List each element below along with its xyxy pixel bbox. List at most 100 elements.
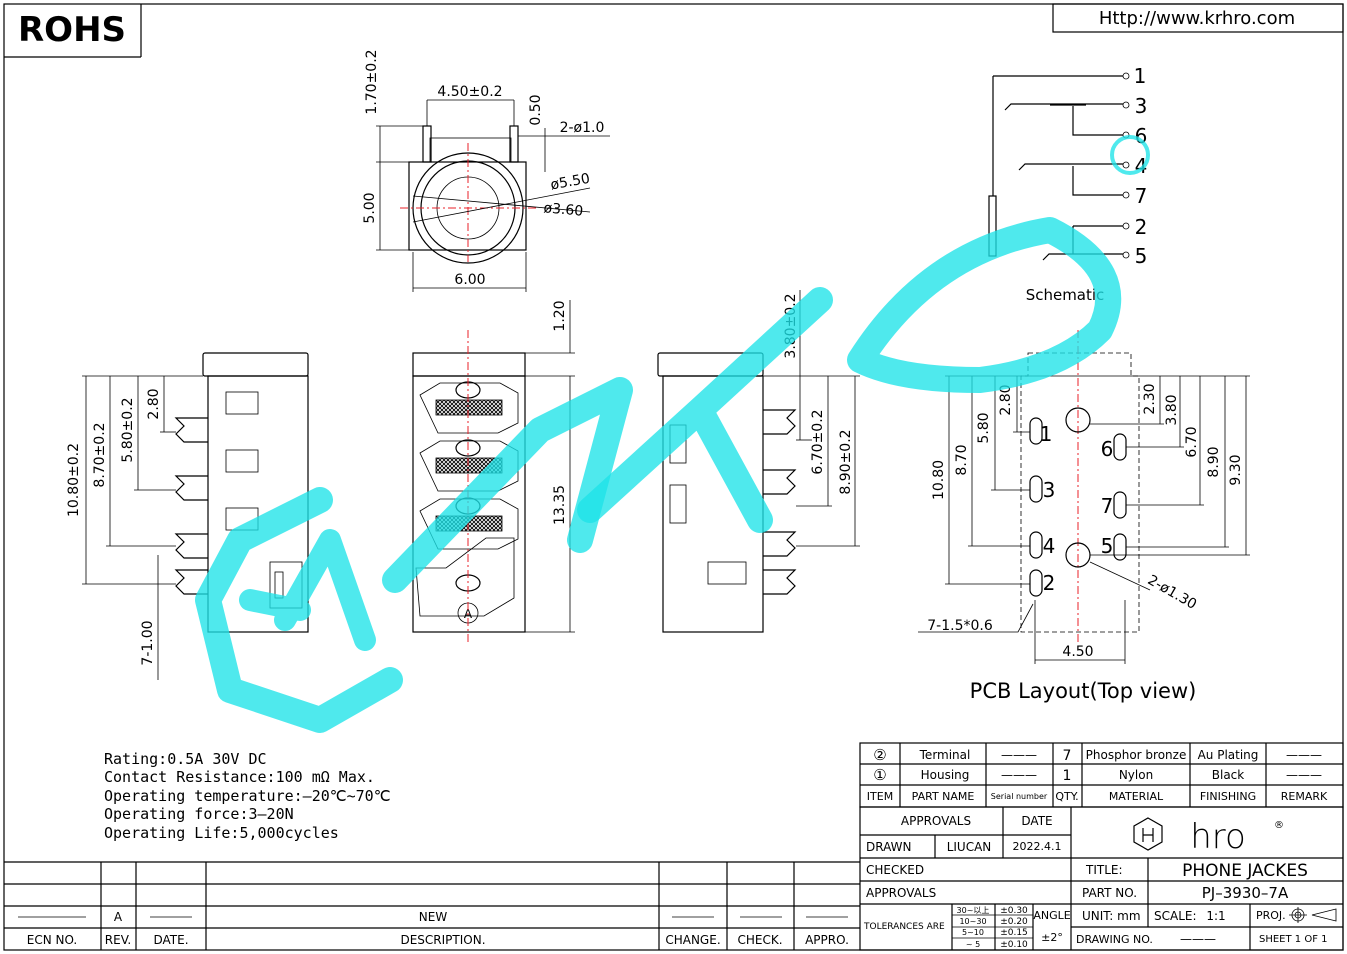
header-appro: APPRO. — [805, 933, 849, 947]
bom-item-2: ② — [873, 746, 886, 764]
dim-pcb-4-50: 4.50 — [1062, 644, 1093, 660]
dim-pcb-2-80: 2.80 — [998, 384, 1014, 415]
schematic-pin-2: 2 — [1135, 215, 1148, 239]
pcb-pad-3: 3 — [1043, 478, 1056, 502]
tb-title-value: PHONE JACKES — [1182, 861, 1308, 881]
dim-pcb-8-90: 8.90 — [1206, 446, 1222, 477]
tb-date-label: DATE — [1021, 814, 1052, 828]
header-check: CHECK. — [737, 933, 782, 947]
pcb-layout: 1 3 4 2 6 7 5 10.80 8.70 5.80 2.80 — [918, 330, 1250, 703]
specifications: Rating:0.5A 30V DC Contact Resistance:10… — [104, 750, 391, 842]
schematic-pin-1: 1 — [1134, 64, 1147, 88]
dim-top-pin-dia: 2-ø1.0 — [560, 120, 605, 136]
dim-left-8-70: 8.70±0.2 — [92, 422, 108, 487]
bom-part-housing: Housing — [921, 768, 970, 782]
dim-pcb-hole-dia: 2-ø1.30 — [1145, 572, 1200, 613]
tb-angle-value: ±2° — [1041, 931, 1063, 944]
spec-rating: Rating:0.5A 30V DC — [104, 750, 267, 768]
bom-finishing-terminal: Au Plating — [1198, 748, 1259, 762]
schematic: 1 3 6 4 7 2 5 Schematic — [988, 64, 1148, 304]
bom-table: ② Terminal ——— 7 Phosphor bronze Au Plat… — [859, 742, 1344, 808]
dim-pcb-8-70: 8.70 — [954, 444, 970, 475]
dim-right-6-70: 6.70±0.2 — [810, 409, 826, 474]
dim-top-d5-50: ø5.50 — [549, 171, 591, 194]
bom-serial-housing: ——— — [1001, 768, 1037, 782]
bom-remark-housing: ——— — [1286, 768, 1322, 782]
tb-tol-range-2: 10~30 — [959, 917, 986, 926]
spec-force: Operating force:3–20N — [104, 805, 294, 823]
bom-part-terminal: Terminal — [919, 748, 971, 762]
bom-finishing-housing: Black — [1212, 768, 1245, 782]
pcb-pad-6: 6 — [1101, 437, 1114, 461]
tb-tol-range-3: 5~10 — [962, 928, 984, 937]
tb-sheet: SHEET 1 OF 1 — [1259, 934, 1328, 945]
bom-header-part: PART NAME — [912, 790, 975, 803]
dim-right-8-90: 8.90±0.2 — [838, 429, 854, 494]
pcb-pad-2: 2 — [1043, 571, 1056, 595]
sheet-border — [3, 3, 1344, 951]
rev-desc-new: NEW — [419, 910, 448, 924]
spec-contact-resistance: Contact Resistance:100 mΩ Max. — [104, 768, 375, 786]
pcb-pad-4: 4 — [1043, 534, 1056, 558]
spec-temperature: Operating temperature:–20℃~70℃ — [104, 787, 391, 805]
rev-a: A — [114, 910, 123, 924]
dim-top-4-50: 4.50±0.2 — [437, 84, 502, 100]
tb-partno-value: PJ–3930–7A — [1202, 884, 1289, 902]
dim-top-1-70: 1.70±0.2 — [364, 49, 380, 114]
dim-pcb-6-70: 6.70 — [1184, 426, 1200, 457]
url-box — [1052, 3, 1344, 33]
tb-tol-val-1: ±0.30 — [1000, 906, 1028, 916]
tb-drawn-label: DRAWN — [866, 840, 912, 854]
revision-table: A NEW ECN NO. REV. DATE. DESCRIPTION. CH… — [4, 861, 860, 950]
dim-pcb-5-80: 5.80 — [976, 412, 992, 443]
dim-mid-13-35: 13.35 — [552, 485, 568, 525]
dim-left-10-80: 10.80±0.2 — [66, 443, 82, 517]
dim-mid-1-20: 1.20 — [552, 300, 568, 331]
bom-material-housing: Nylon — [1119, 768, 1153, 782]
bom-header-qty: QTY. — [1055, 790, 1078, 803]
rohs-label: ROHS — [18, 10, 126, 50]
watermark-logo — [195, 135, 1150, 733]
bom-qty-housing: 1 — [1063, 768, 1072, 784]
tb-tol-val-4: ±0.10 — [1000, 940, 1028, 950]
tb-angle-label: ANGLE — [1033, 909, 1070, 922]
tb-title-label: TITLE: — [1085, 863, 1123, 877]
header-ecn: ECN NO. — [27, 933, 78, 947]
bom-remark-terminal: ——— — [1286, 748, 1322, 762]
bom-header-material: MATERIAL — [1109, 790, 1164, 803]
header-description: DESCRIPTION. — [400, 933, 485, 947]
header-rev: REV. — [105, 933, 131, 947]
left-side-view: 10.80±0.2 8.70±0.2 5.80±0.2 2.80 7-1.00 — [66, 352, 309, 680]
tb-partno-label: PART NO. — [1082, 886, 1137, 900]
bom-material-terminal: Phosphor bronze — [1086, 748, 1187, 762]
tb-scale-label: SCALE: — [1154, 909, 1197, 923]
top-view: 4.50±0.2 1.70±0.2 0.50 2-ø1.0 ø5.50 ø3.6… — [362, 49, 610, 292]
dim-top-0-50: 0.50 — [528, 94, 544, 125]
tb-scale-value: 1:1 — [1206, 909, 1225, 923]
schematic-pin-7: 7 — [1135, 184, 1148, 208]
tb-drawing-no-label: DRAWING NO. — [1076, 933, 1153, 946]
pcb-pad-1: 1 — [1040, 422, 1053, 446]
tb-drawn-date: 2022.4.1 — [1013, 840, 1062, 853]
hro-logo: hro ® — [1133, 817, 1284, 857]
pcb-layout-title: PCB Layout(Top view) — [970, 679, 1197, 703]
bom-serial-terminal: ——— — [1001, 748, 1037, 762]
tb-unit: UNIT: mm — [1082, 909, 1141, 923]
tb-checked-label: CHECKED — [866, 863, 924, 877]
dim-pcb-pad-size: 7-1.5*0.6 — [927, 618, 993, 634]
dim-left-pin-width: 7-1.00 — [140, 620, 156, 665]
dim-pcb-9-30: 9.30 — [1228, 454, 1244, 485]
dim-left-5-80: 5.80±0.2 — [120, 397, 136, 462]
schematic-pin-3: 3 — [1135, 94, 1148, 118]
dim-top-6-00: 6.00 — [454, 272, 485, 288]
website-url: Http://www.krhro.com — [1099, 8, 1295, 29]
projection-symbol-icon — [1289, 907, 1337, 923]
dim-top-d3-60: ø3.60 — [543, 200, 584, 219]
tb-tolerances-label: TOLERANCES ARE — [863, 922, 945, 932]
tb-drawn-by: LIUCAN — [947, 840, 992, 854]
tb-tol-val-3: ±0.15 — [1000, 928, 1028, 938]
title-block: APPROVALS DATE DRAWN LIUCAN 2022.4.1 CHE… — [859, 806, 1344, 951]
header-date: DATE. — [153, 933, 188, 947]
tb-approvals-label: APPROVALS — [901, 814, 971, 828]
svg-text:®: ® — [1274, 820, 1284, 831]
